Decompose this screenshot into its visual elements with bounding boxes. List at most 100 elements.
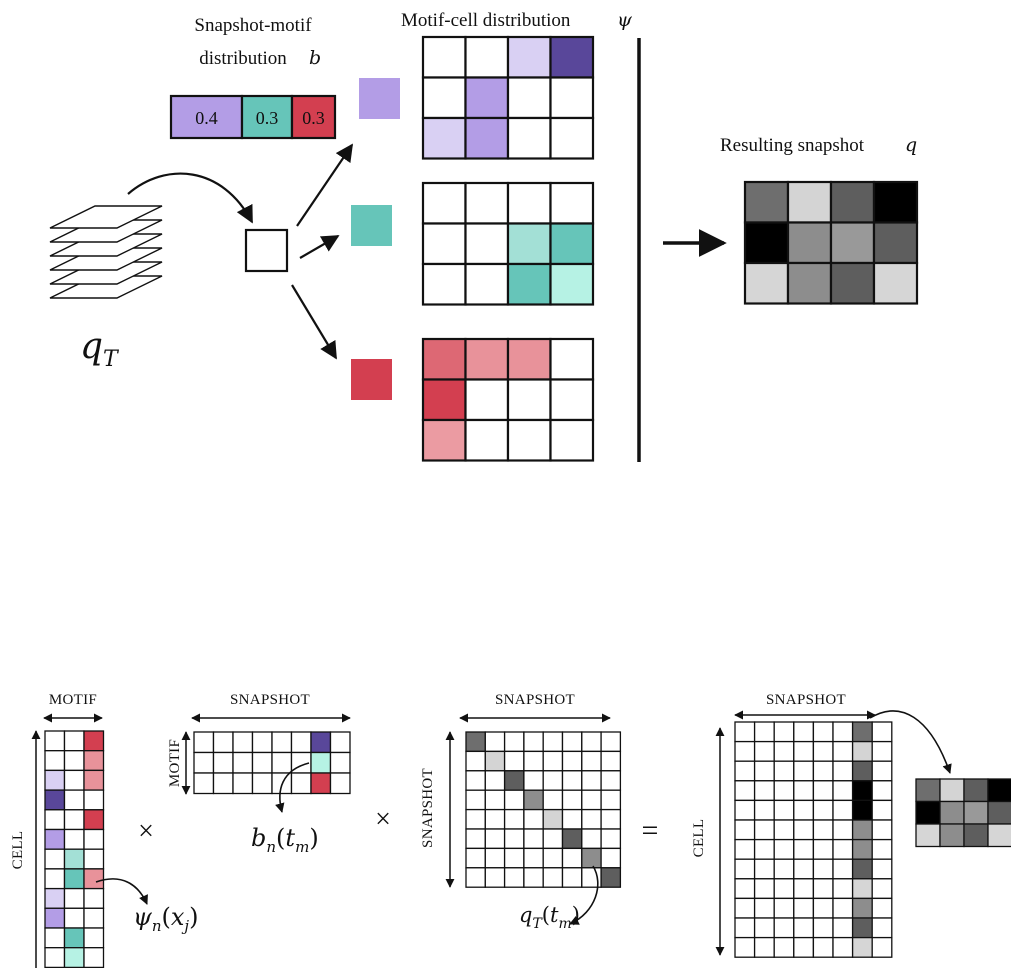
motif-snapshot-cell [212, 731, 234, 754]
label-snapshot-result-top: SNAPSHOT [766, 692, 846, 708]
psi-pointer-arrow [95, 878, 148, 905]
cell-motif-cell [44, 927, 66, 949]
cell-snapshot-cell [851, 819, 873, 841]
diag-matrix-cell [465, 847, 486, 869]
motif-grid-cell [549, 337, 595, 381]
cell-motif-cell [44, 887, 66, 909]
cell-snapshot-cell [871, 936, 893, 958]
cell-snapshot-cell [734, 819, 756, 841]
cell-snapshot-cell [773, 917, 795, 939]
result-grid-cell [872, 221, 919, 265]
diag-matrix-cell [523, 847, 544, 869]
cell-motif-cell [44, 809, 66, 831]
motif-snapshot-cell [271, 731, 293, 754]
snapshot-motif-title-line1: Snapshot-motif [194, 15, 312, 36]
cell-snapshot-cell [851, 740, 873, 762]
motif-snapshot-cell [290, 731, 312, 754]
snapshot-motif-symbol: b [309, 47, 321, 69]
cell-motif-cell [83, 789, 105, 811]
sampled-motif-square [244, 228, 289, 273]
cell-snapshot-cell [793, 897, 815, 919]
reshaped-snapshot-cell [963, 778, 989, 803]
cell-snapshot-cell [871, 917, 893, 939]
motif-grid-cell [506, 222, 552, 266]
motif-cell-grids [421, 35, 595, 462]
motif-grid-cell [464, 418, 510, 462]
cell-motif-cell [63, 730, 85, 752]
b-bar-value: 0.4 [195, 108, 218, 128]
cell-snapshot-cell [773, 740, 795, 762]
motif-grid-cell [421, 116, 467, 160]
cell-snapshot-cell [812, 819, 834, 841]
motif-snapshot-cell [251, 731, 273, 754]
cell-snapshot-cell [753, 838, 775, 860]
diag-matrix-cell [600, 828, 622, 850]
cell-motif-cell [63, 907, 85, 929]
cell-snapshot-cell [793, 838, 815, 860]
cell-snapshot-cell [793, 819, 815, 841]
cell-snapshot-cell [734, 858, 756, 880]
b-bar-segment [240, 94, 294, 140]
cell-motif-cell [44, 848, 66, 870]
cell-motif-cell [63, 947, 85, 968]
q-t-label: qT [80, 326, 120, 372]
diag-matrix-cell [465, 750, 486, 772]
cell-motif-cell [63, 868, 85, 890]
motif-snapshot-cell [232, 731, 254, 754]
diag-matrix-cell [561, 828, 583, 850]
cell-motif-cell [63, 750, 85, 772]
motif-grid-cell [464, 76, 510, 120]
diag-matrix-cell [600, 867, 622, 888]
diag-matrix-cell [600, 750, 622, 772]
motif-grid-cell [421, 418, 467, 462]
diag-matrix-cell [542, 867, 564, 888]
reshaped-snapshot-cell [915, 823, 941, 848]
cell-snapshot-cell [734, 917, 756, 939]
result-symbol: q [905, 134, 917, 156]
cell-snapshot-cell [812, 936, 834, 958]
cell-snapshot-cell [793, 878, 815, 900]
result-grid-cell [829, 261, 876, 305]
motif-snapshot-cell [251, 772, 273, 795]
diag-matrix-cell [600, 808, 622, 830]
reshaped-snapshot-cell [963, 800, 989, 825]
label-motif-side: MOTIF [167, 739, 183, 787]
motif-snapshot-matrix [193, 731, 351, 795]
b-bar-segment [290, 94, 337, 140]
diag-matrix-cell [503, 770, 525, 791]
cell-snapshot-cell [793, 917, 815, 939]
cell-snapshot-cell [832, 740, 854, 762]
label-snapshot-mid: SNAPSHOT [230, 692, 310, 708]
cell-snapshot-cell [753, 740, 775, 762]
diag-matrix-cell [465, 731, 486, 753]
cell-snapshot-cell [793, 760, 815, 782]
cell-snapshot-cell [832, 858, 854, 880]
diag-matrix-cell [542, 847, 564, 869]
resulting-snapshot-grid [743, 180, 919, 305]
cell-motif-cell [83, 828, 105, 850]
cell-motif-cell [63, 809, 85, 831]
cell-motif-cell [83, 887, 105, 909]
motif-swatch-red [351, 359, 392, 400]
cell-snapshot-cell [871, 819, 893, 841]
result-grid-cell [829, 180, 876, 224]
cell-motif-cell [83, 809, 105, 831]
motif-grid-cell [506, 76, 552, 120]
cell-snapshot-cell [832, 721, 854, 743]
cell-snapshot-cell [734, 740, 756, 762]
cell-motif-cell [44, 769, 66, 791]
reshaped-snapshot-cell [939, 800, 965, 825]
cell-snapshot-cell [832, 917, 854, 939]
cell-snapshot-cell [871, 721, 893, 743]
motif-snapshot-cell [193, 731, 215, 754]
motif-snapshot-cell [193, 772, 215, 795]
cell-snapshot-cell [851, 917, 873, 939]
cell-motif-cell [63, 769, 85, 791]
cell-snapshot-matrix [734, 721, 893, 958]
diag-matrix-cell [465, 789, 486, 811]
motif-grid-cell [506, 116, 552, 160]
diag-matrix-cell [600, 847, 622, 869]
cell-motif-cell [44, 868, 66, 890]
diag-matrix-cell [561, 867, 583, 888]
